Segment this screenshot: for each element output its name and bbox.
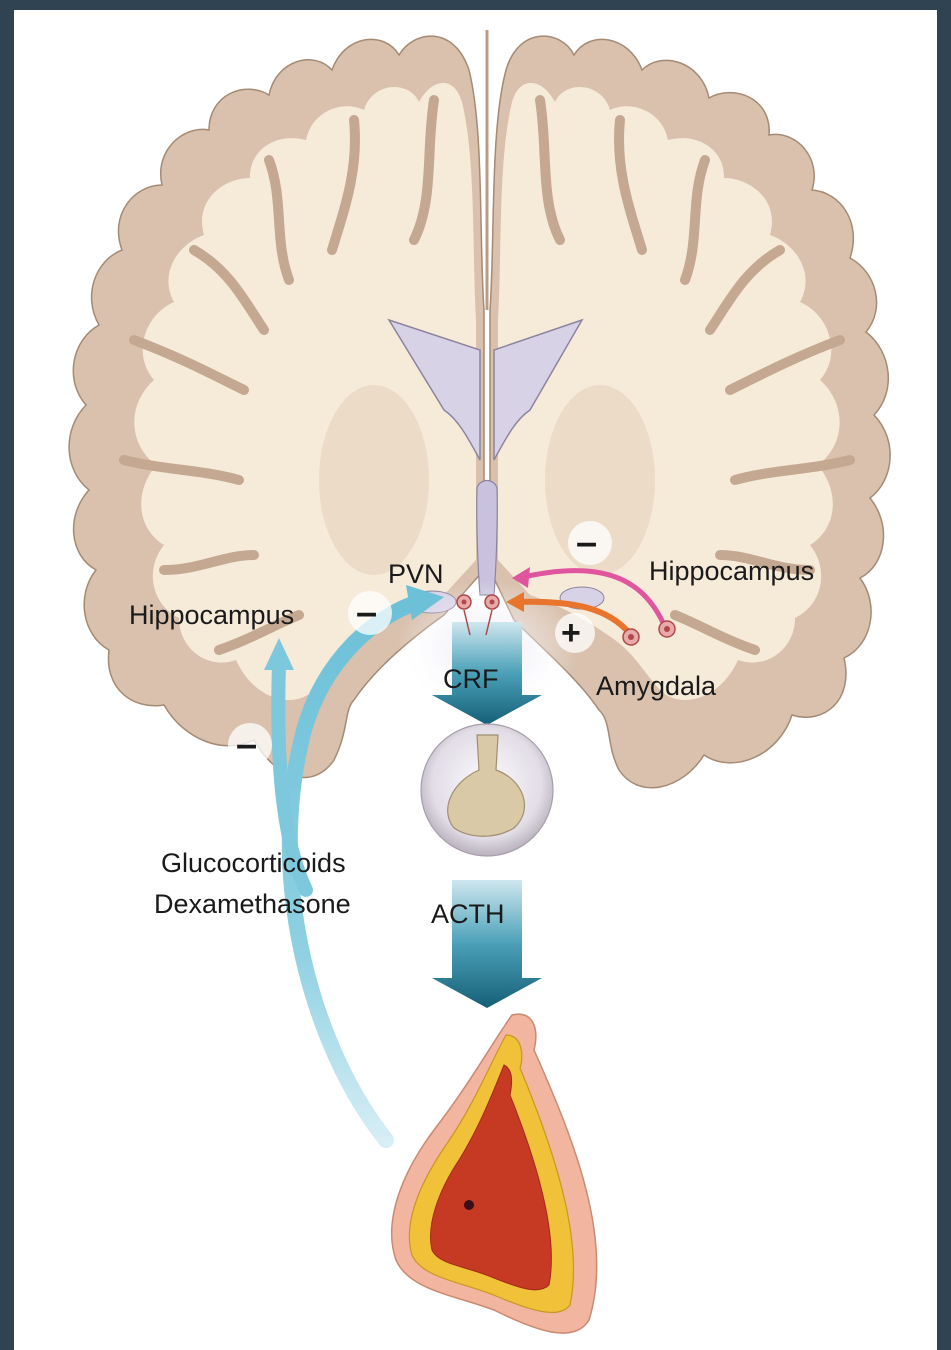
amygdala-sign: +	[561, 614, 581, 652]
adrenal-gland	[392, 1014, 597, 1333]
left-hippocampus-label: Hippocampus	[129, 600, 294, 630]
right-hippocampus-sign: –	[576, 522, 597, 564]
pituitary-gland	[421, 724, 553, 856]
amygdala-label: Amygdala	[596, 671, 717, 701]
acth-label: ACTH	[431, 899, 505, 929]
crf-label: CRF	[443, 664, 499, 694]
feedback-sign: –	[236, 724, 257, 766]
pvn-label: PVN	[388, 559, 444, 589]
adrenal-vein	[464, 1200, 474, 1210]
left-basal-ganglia	[319, 385, 429, 575]
left-hippocampus-sign: –	[356, 592, 377, 634]
diagram-frame: PVN Hippocampus Hippocampus Amygdala CRF…	[14, 10, 937, 1350]
right-hippocampus-label: Hippocampus	[649, 556, 814, 586]
glucocorticoids-label: Glucocorticoids	[161, 848, 346, 878]
third-ventricle	[477, 481, 498, 596]
hpa-axis-diagram: PVN Hippocampus Hippocampus Amygdala CRF…	[14, 10, 937, 1350]
dexamethasone-label: Dexamethasone	[154, 889, 351, 919]
